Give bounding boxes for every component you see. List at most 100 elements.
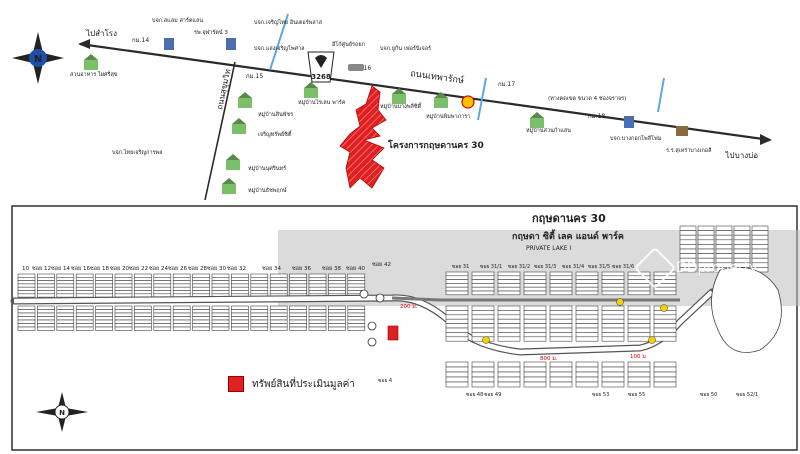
car-icon xyxy=(348,64,364,71)
lot xyxy=(627,332,651,338)
lot xyxy=(153,276,172,281)
lot xyxy=(445,283,469,288)
lot xyxy=(471,290,495,296)
lot xyxy=(75,283,94,288)
lot xyxy=(95,286,113,291)
building-icons xyxy=(164,38,688,136)
soi-top-labels: 10 ซอย 12 ซอย 14 ซอย 16 ซอย 18 ซอย 20 ซอ… xyxy=(22,261,391,272)
lot xyxy=(347,316,366,321)
svg-text:200 ม.: 200 ม. xyxy=(400,304,418,310)
svg-text:ซอย 24: ซอย 24 xyxy=(149,265,169,272)
lot xyxy=(153,283,172,288)
lot xyxy=(575,381,599,388)
lot xyxy=(471,314,495,320)
lot xyxy=(445,371,469,378)
svg-text:ซอย 31/6: ซอย 31/6 xyxy=(612,264,634,270)
lot xyxy=(114,309,133,314)
lot xyxy=(328,319,346,324)
lot xyxy=(679,267,697,273)
lot xyxy=(172,312,191,317)
lot xyxy=(653,371,677,378)
lot xyxy=(549,336,573,342)
lot xyxy=(269,286,288,291)
arrow-left-icon xyxy=(78,39,90,49)
lot xyxy=(269,326,288,331)
lot xyxy=(17,280,36,285)
lot xyxy=(308,283,327,288)
lot xyxy=(56,323,75,328)
lot xyxy=(653,332,677,338)
building-icon xyxy=(226,38,236,50)
compass-north-label: N xyxy=(34,54,42,65)
building-icon xyxy=(164,38,174,50)
building-icon xyxy=(676,126,688,136)
lot xyxy=(497,371,521,378)
lot xyxy=(56,326,75,331)
lot xyxy=(308,280,327,285)
lot xyxy=(37,280,55,285)
lot xyxy=(95,283,113,288)
lot xyxy=(250,276,269,281)
lot xyxy=(471,323,495,329)
lot xyxy=(523,275,547,280)
lot xyxy=(575,336,599,342)
lot xyxy=(679,239,697,245)
lot xyxy=(231,280,249,285)
lot xyxy=(601,381,625,388)
lot xyxy=(549,279,573,284)
lot xyxy=(37,276,55,281)
lot xyxy=(523,381,547,388)
lot xyxy=(17,286,36,291)
landmark-label: รพ.จุฬารัตน์ 3 xyxy=(194,29,228,36)
lot xyxy=(627,286,651,292)
lake-outline xyxy=(711,267,782,353)
lot xyxy=(549,366,573,373)
lot xyxy=(653,336,677,342)
lot xyxy=(37,273,55,278)
lot xyxy=(549,332,573,338)
lot xyxy=(523,336,547,342)
svg-text:ซอย 31/2: ซอย 31/2 xyxy=(508,264,530,270)
lot xyxy=(75,293,94,298)
lot xyxy=(134,276,152,281)
lot xyxy=(134,326,152,331)
lot xyxy=(347,309,366,314)
landmark-label: หมู่บ้านสินพัชร xyxy=(258,111,293,118)
lot xyxy=(523,283,547,288)
lot xyxy=(497,314,521,320)
lot xyxy=(523,271,547,277)
lot xyxy=(601,305,625,311)
landmark-label: เจริญทรัพย์ซิตี้ xyxy=(258,130,293,138)
landmark-label: หมู่บ้านนุศรินทร์ xyxy=(248,165,286,172)
lot xyxy=(328,276,346,281)
lot xyxy=(250,286,269,291)
route-sign-icon: 3268 xyxy=(307,51,335,83)
lot xyxy=(697,267,715,273)
svg-text:ซอย 31/5: ซอย 31/5 xyxy=(588,264,610,270)
lot xyxy=(679,230,697,236)
lot xyxy=(211,290,230,295)
lot xyxy=(17,273,36,278)
lot xyxy=(289,319,307,324)
lot xyxy=(17,283,36,288)
lot xyxy=(308,326,327,331)
svg-text:ซอย 42: ซอย 42 xyxy=(372,261,391,268)
lot xyxy=(347,326,366,331)
lot xyxy=(523,286,547,292)
site-plan: กฤษดานคร 30 กฤษดา ซิตี้ เลค แอนด์ พาร์ค … xyxy=(10,205,800,451)
lot xyxy=(134,273,152,278)
yellow-markers xyxy=(482,298,668,344)
lot xyxy=(172,273,191,278)
lot xyxy=(445,275,469,280)
lot xyxy=(308,290,327,295)
lot xyxy=(471,305,495,311)
lot xyxy=(192,305,210,310)
lot xyxy=(601,336,625,342)
lot xyxy=(627,314,651,320)
landmark-label: บจก.บางกอกโพลีโฟม xyxy=(610,134,662,142)
lot xyxy=(751,234,769,241)
lot xyxy=(575,314,599,320)
lot xyxy=(549,361,573,368)
lot xyxy=(289,326,307,331)
lot xyxy=(445,381,469,388)
